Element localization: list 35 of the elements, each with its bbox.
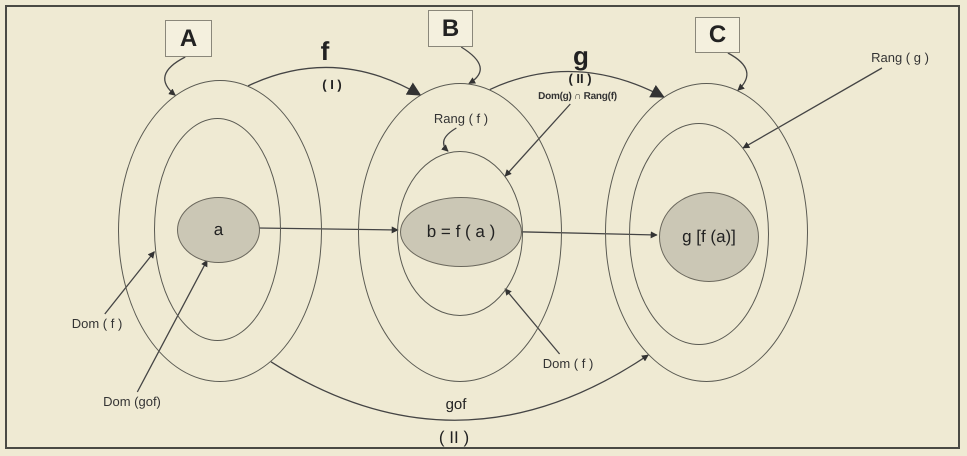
set-ellipse: [629, 123, 769, 345]
curved-arrow: [460, 46, 481, 84]
set-annotation: Dom ( f ): [528, 354, 608, 374]
edge-label: gof: [444, 396, 468, 414]
leader-arrow: [441, 127, 457, 152]
element-ellipse: b = f ( a ): [400, 197, 522, 267]
edge-label: g: [572, 40, 590, 72]
set-ellipse: [397, 151, 523, 316]
element-ellipse: a: [177, 197, 260, 263]
note-label: ( II ): [567, 71, 593, 87]
mapping-arrow: [270, 354, 649, 421]
set-annotation: Rang ( f ): [423, 109, 499, 129]
set-ellipse: [118, 80, 322, 382]
element-ellipse: g [f (a)]: [659, 192, 759, 282]
edge-label: f: [320, 36, 330, 66]
set-annotation: Dom(g) ∩ Rang(f): [520, 88, 635, 104]
set-annotation: Rang ( g ): [862, 48, 938, 68]
leader-arrow: [742, 67, 882, 149]
curved-arrow: [164, 56, 186, 96]
leader-arrow: [104, 251, 155, 314]
note-label: ( II ): [438, 428, 470, 448]
curved-arrow: [728, 52, 748, 91]
set-ellipse: [154, 118, 281, 341]
note-label: ( I ): [321, 76, 343, 94]
set-label-box: C: [695, 17, 740, 53]
set-annotation: Dom (gof): [88, 392, 176, 412]
mapping-arrow: [258, 226, 399, 234]
set-annotation: Dom ( f ): [58, 314, 136, 334]
mapping-arrow: [490, 70, 665, 98]
leader-arrow: [504, 288, 560, 354]
set-label-box: B: [428, 10, 473, 47]
leader-arrow: [136, 260, 208, 392]
set-label-box: A: [165, 20, 212, 57]
mapping-arrow: [248, 66, 422, 96]
leader-arrow: [504, 104, 571, 177]
